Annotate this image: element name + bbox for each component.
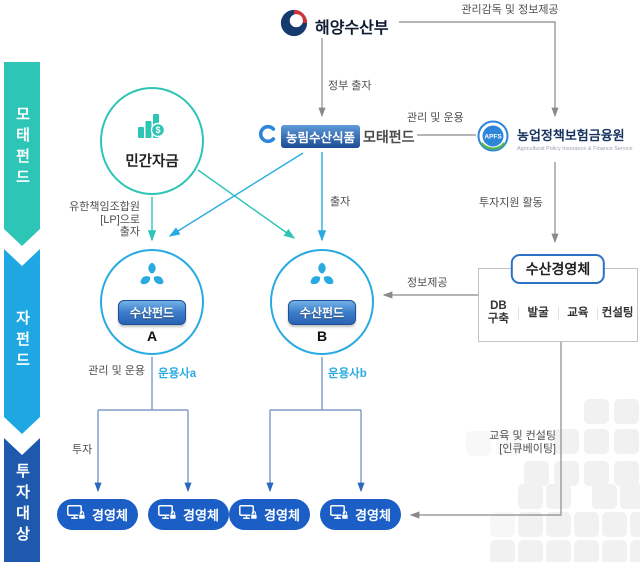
ministry-node: 해양수산부	[279, 8, 389, 43]
monitor-lock-icon	[67, 505, 86, 524]
manager-b-label: 운용사b	[328, 368, 367, 380]
background-pattern-square	[614, 461, 639, 486]
fund-of-funds-badge: 농림수산식품	[281, 125, 361, 148]
entity-pill-label: 경영체	[183, 508, 219, 523]
stage-label: 투자대상	[13, 463, 31, 547]
private-money-node: $ 민간자금	[100, 87, 204, 195]
background-pattern-square	[602, 512, 627, 537]
entity-pill-1: 경영체	[57, 499, 138, 530]
stage-ribbon-investment-target: 투자대상	[4, 438, 40, 562]
entity-cell-discovery: 발굴	[517, 306, 558, 320]
entity-pill-2: 경영체	[148, 499, 229, 530]
ministry-name: 해양수산부	[315, 19, 389, 37]
monitor-lock-icon	[158, 505, 177, 524]
background-pattern-square	[546, 540, 571, 562]
apfs-logo-icon: APFS	[476, 119, 510, 158]
edge-label-lp-invest: 유한책임조합원 [LP]으로 출자	[69, 201, 140, 238]
stage-label: 자펀드	[13, 310, 31, 373]
edge-label-edu-consulting: 교육 및 컨설팅 [인큐베이팅]	[489, 430, 556, 455]
edge-label-invest-bottom: 투자	[72, 444, 93, 456]
entity-pill-3: 경영체	[229, 499, 310, 530]
monitor-lock-icon	[239, 505, 258, 524]
private-money-label: 민간자금	[125, 154, 179, 170]
fund-of-funds-node: 농림수산식품 모태펀드	[256, 122, 417, 151]
background-pattern-square	[584, 429, 609, 454]
edge-label-info-provide: 정보제공	[407, 277, 448, 289]
edge-label-manage-operate-top: 관리 및 운용	[407, 112, 464, 124]
dollar-symbol: $	[155, 125, 160, 135]
background-pattern-square	[592, 484, 617, 509]
background-pattern-square	[630, 512, 640, 537]
entity-cell-db: DB 구축	[487, 300, 509, 325]
edge-label-supervision: 관리감독 및 정보제공	[461, 4, 559, 16]
background-pattern-square	[584, 399, 609, 424]
entity-cell-education: 교육	[557, 306, 598, 320]
fund-a-button: 수산펀드	[117, 300, 187, 325]
background-pattern-square	[614, 429, 639, 454]
background-pattern-square	[614, 399, 639, 424]
monitor-lock-icon	[330, 505, 349, 524]
stage-label: 모태펀드	[13, 106, 31, 190]
entity-cell-consulting: 컨설팅	[597, 306, 637, 320]
stage-ribbon-sub-fund: 자펀드	[4, 249, 40, 434]
apfs-subtitle: Agricultural Policy Insurance & Finance …	[517, 146, 633, 152]
fund-b-button: 수산펀드	[287, 300, 357, 325]
fund-of-funds-logo-icon	[258, 124, 278, 149]
edge-label-gov-invest: 정부 출자	[328, 80, 372, 92]
background-pattern-square	[574, 540, 599, 562]
coins-icon: $	[135, 111, 169, 146]
stage-ribbon-fund-of-funds: 모태펀드	[4, 62, 40, 246]
background-pattern-square	[554, 429, 579, 454]
background-pattern-square	[490, 540, 515, 562]
leaf-icon	[136, 260, 168, 297]
sub-fund-b-node: 수산펀드 B	[270, 249, 374, 355]
background-pattern-square	[554, 461, 579, 486]
edge-label-manage-operate-bottom: 관리 및 운용	[88, 365, 145, 377]
apfs-node: APFS 농업정책보험금융원 Agricultural Policy Insur…	[476, 119, 633, 158]
background-pattern-square	[490, 512, 515, 537]
sub-fund-a-node: 수산펀드 A	[100, 249, 204, 355]
background-pattern-square	[518, 484, 543, 509]
entity-pill-label: 경영체	[92, 508, 128, 523]
entity-pill-4: 경영체	[320, 499, 401, 530]
entity-pill-label: 경영체	[355, 508, 391, 523]
apfs-name: 농업정책보험금융원	[517, 128, 625, 143]
apfs-acronym: APFS	[484, 134, 502, 141]
fund-of-funds-suffix: 모태펀드	[363, 128, 415, 145]
fishery-entity-title: 수산경영체	[510, 254, 606, 284]
leaf-icon	[306, 260, 338, 297]
edge-label-invest: 출자	[330, 196, 351, 208]
manager-a-label: 운용사a	[158, 368, 197, 380]
background-pattern-square	[584, 461, 609, 486]
fund-b-letter: B	[316, 328, 328, 344]
ministry-logo-icon	[279, 8, 309, 43]
background-pattern-square	[546, 484, 571, 509]
background-pattern-square	[518, 540, 543, 562]
background-pattern-square	[546, 512, 571, 537]
background-pattern-square	[620, 484, 640, 509]
edge-label-invest-support: 투자지원 활동	[479, 197, 543, 209]
background-pattern-square	[630, 540, 640, 562]
fishery-entity-box: 수산경영체 DB 구축 발굴 교육 컨설팅	[478, 254, 638, 342]
background-pattern-square	[524, 461, 549, 486]
background-pattern-square	[602, 540, 627, 562]
entity-pill-label: 경영체	[264, 508, 300, 523]
background-pattern-square	[518, 512, 543, 537]
fund-a-letter: A	[146, 328, 158, 344]
background-pattern-square	[574, 512, 599, 537]
